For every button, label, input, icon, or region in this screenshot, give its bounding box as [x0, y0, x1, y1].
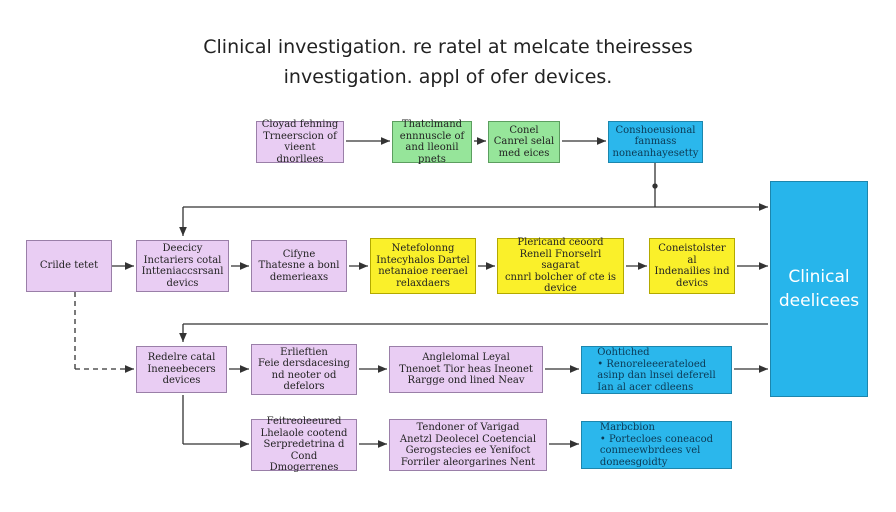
- box-row2-step3: Netefolonng Intecyhalos Dartel netanaioe…: [370, 238, 476, 294]
- box-row2-step4: Plericand ceoord Renell Fnorselrl sagara…: [497, 237, 624, 294]
- box-row2-step2: Cifyne Thatesne a bonl demerieaxs: [251, 240, 347, 292]
- box-row4-step1: Feitreoleeured Lhelaole cootend Serprede…: [251, 416, 357, 473]
- box-row1-step3: Conel Canrel selal med eices: [488, 121, 560, 163]
- diagram-title-line-2: investigation. appl of ofer devices.: [283, 66, 613, 88]
- box-row2-step5: Coneistolster al Indenailies ind devics: [649, 238, 735, 294]
- box-row4-step2: Tendoner of Varigad Anetzl Deolecel Coet…: [389, 419, 547, 471]
- box-row3-step3: Anglelomal Leyal Tnenoet Tior heas Ineon…: [389, 346, 543, 393]
- box-row4-step3: Marbcbion • Portecloes coneacod conmeewb…: [581, 421, 732, 469]
- box-row1-step1: Cloyad fehning Trneerscion of vieent dno…: [256, 119, 344, 165]
- box-start: Crilde tetet: [26, 240, 112, 292]
- box-row2-step1: Deecicy Inctariers cotal Intteniaccsrsan…: [136, 240, 229, 292]
- box-row1-step4: Conshoeusional fanmass noneanhayesetty: [608, 121, 703, 163]
- box-clinical-devices: Clinical deelicees: [770, 181, 868, 397]
- box-row3-step2: Erlieftien Feie dersdacesing nd neoter o…: [251, 344, 357, 395]
- junction-dot: [652, 183, 658, 189]
- diagram-title-line-1: Clinical investigation. re ratel at melc…: [203, 36, 693, 58]
- box-row3-step1: Redelre catal Ineneebecers devices: [136, 346, 227, 393]
- box-row3-step4: Oohtiched • Renoreleeerateloed asinp dan…: [581, 346, 732, 394]
- box-row1-step2: Thatclmand ennnuscle of and lleonil pnet…: [392, 119, 472, 165]
